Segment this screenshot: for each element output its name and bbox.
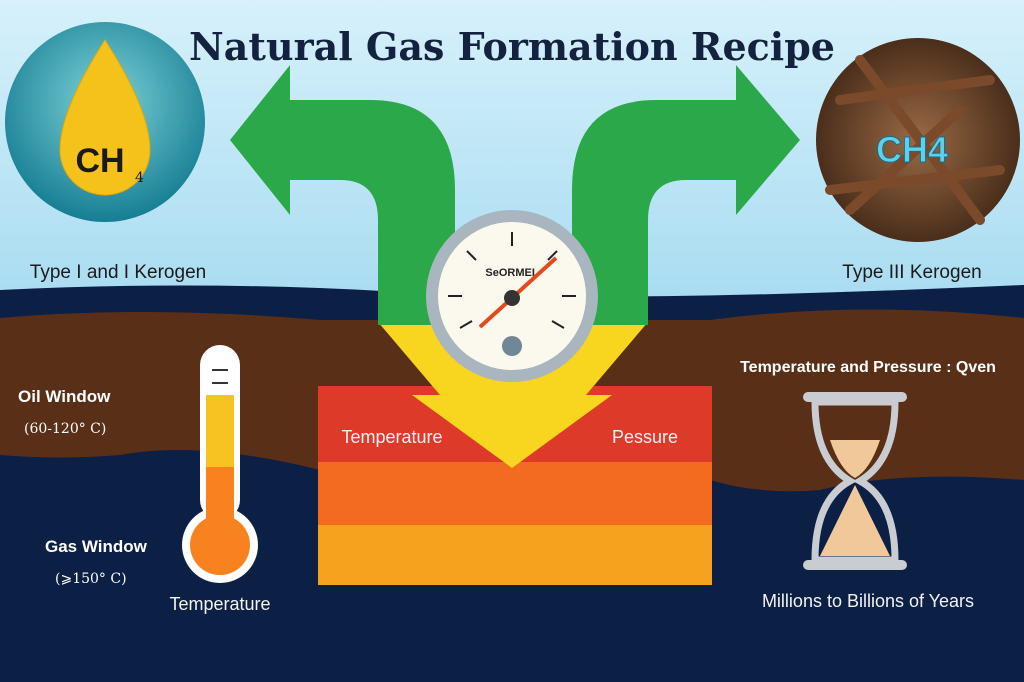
gas-window-label: Gas Window: [45, 537, 148, 556]
time-label: Millions to Billions of Years: [762, 591, 974, 611]
thermometer-icon: [182, 345, 258, 583]
gas-drop-icon: [59, 39, 151, 196]
oil-window-label: Oil Window: [18, 387, 111, 406]
type-iii-kerogen-label: Type III Kerogen: [842, 262, 981, 283]
orange-layer: [318, 462, 712, 525]
page-title: Natural Gas Formation Recipe: [189, 24, 835, 69]
type-i-kerogen-label: Type I and I Kerogen: [30, 262, 206, 283]
right-formula: CH4: [876, 129, 948, 170]
conditions-heading: Temperature and Pressure : Qven: [740, 359, 996, 376]
left-formula-subscript: 4: [135, 170, 144, 186]
gas-window-range: (⩾150° C): [55, 571, 127, 587]
hourglass-icon: [803, 392, 907, 570]
left-formula: CH: [75, 142, 124, 180]
thermometer-label: Temperature: [169, 594, 270, 614]
pressure-layer-label: Pessure: [612, 427, 678, 447]
pressure-gauge-icon: SeORMEL: [426, 210, 598, 382]
type-iii-kerogen-illustration: CH4: [816, 38, 1020, 242]
temperature-layer-label: Temperature: [341, 427, 442, 447]
yellow-layer: [318, 525, 712, 585]
left-arrow-icon: [230, 65, 455, 325]
type-i-kerogen-illustration: CH 4: [5, 22, 205, 222]
down-arrow-icon: [378, 322, 648, 468]
gauge-brand: SeORMEL: [485, 267, 538, 279]
right-arrow-icon: [572, 65, 800, 325]
oil-window-range: (60-120° C): [24, 421, 106, 437]
